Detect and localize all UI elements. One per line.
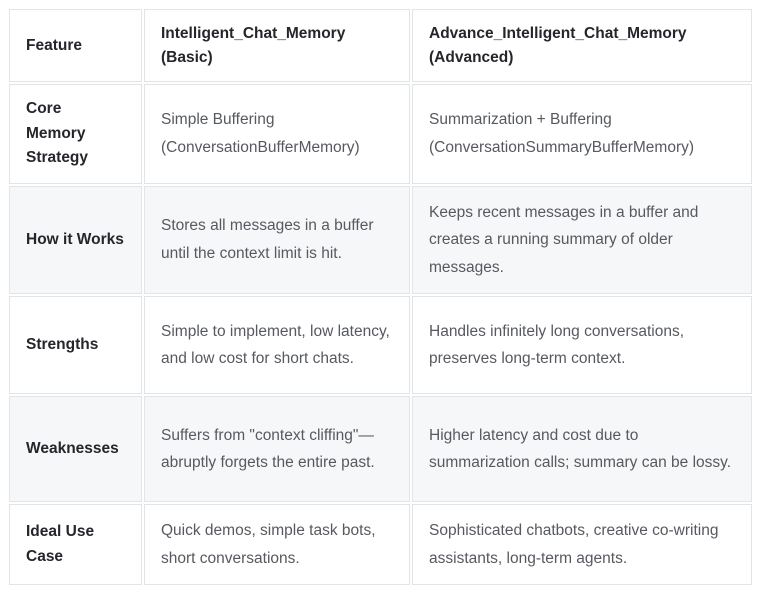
row-header-ideal-use-case: Ideal Use Case (9, 504, 142, 586)
column-header-advanced-line1: Advance_Intelligent_Chat_Memory (429, 25, 687, 42)
cell-weaknesses-advanced: Higher latency and cost due to summariza… (412, 396, 752, 503)
cell-how-it-works-basic: Stores all messages in a buffer until th… (144, 185, 410, 295)
table-row: How it Works Stores all messages in a bu… (9, 185, 752, 295)
cell-weaknesses-basic: Suffers from "context cliffing"—abruptly… (144, 396, 410, 503)
cell-ideal-use-case-advanced: Sophisticated chatbots, creative co-writ… (412, 504, 752, 586)
row-header-how-it-works: How it Works (9, 185, 142, 295)
table-row: Ideal Use Case Quick demos, simple task … (9, 504, 752, 586)
cell-core-memory-strategy-advanced: Summarization + Buffering (ConversationS… (412, 84, 752, 184)
row-header-core-memory-strategy: Core Memory Strategy (9, 84, 142, 184)
row-header-weaknesses: Weaknesses (9, 396, 142, 503)
column-header-advanced-line2: (Advanced) (429, 48, 514, 66)
header-row: Feature Intelligent_Chat_Memory (Basic) … (9, 9, 752, 83)
column-header-basic-line1: Intelligent_Chat_Memory (161, 25, 346, 42)
cell-ideal-use-case-basic: Quick demos, simple task bots, short con… (144, 504, 410, 586)
column-header-feature: Feature (9, 9, 142, 83)
column-header-basic: Intelligent_Chat_Memory (Basic) (144, 9, 410, 83)
cell-how-it-works-advanced: Keeps recent messages in a buffer and cr… (412, 185, 752, 295)
table-row: Core Memory Strategy Simple Buffering (C… (9, 84, 752, 184)
memory-strategy-comparison-table: Feature Intelligent_Chat_Memory (Basic) … (7, 7, 754, 587)
column-header-basic-line2: (Basic) (161, 48, 213, 66)
row-header-strengths: Strengths (9, 296, 142, 395)
table-header: Feature Intelligent_Chat_Memory (Basic) … (9, 9, 752, 83)
table-row: Weaknesses Suffers from "context cliffin… (9, 396, 752, 503)
table-row: Strengths Simple to implement, low laten… (9, 296, 752, 395)
cell-core-memory-strategy-basic: Simple Buffering (ConversationBufferMemo… (144, 84, 410, 184)
table-body: Core Memory Strategy Simple Buffering (C… (9, 84, 752, 586)
cell-strengths-basic: Simple to implement, low latency, and lo… (144, 296, 410, 395)
cell-strengths-advanced: Handles infinitely long conversations, p… (412, 296, 752, 395)
column-header-advanced: Advance_Intelligent_Chat_Memory (Advance… (412, 9, 752, 83)
